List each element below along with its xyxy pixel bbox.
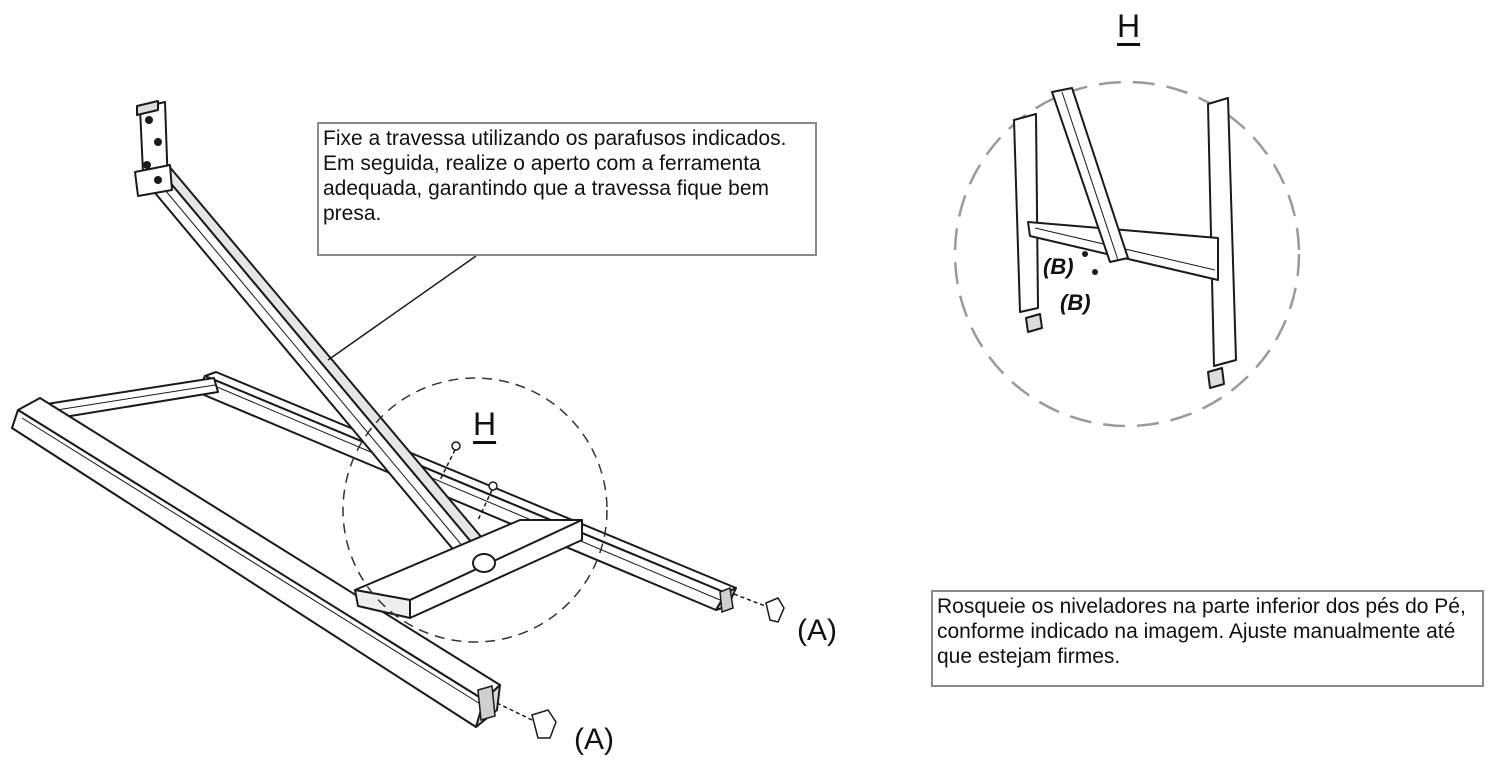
screw-label-upper: (B) xyxy=(1043,254,1074,279)
screw-label-lower: (B) xyxy=(1060,290,1091,315)
detail-label-main: H xyxy=(473,406,497,442)
leveler-label-bottom: (A) xyxy=(574,723,614,756)
detail-circle-small xyxy=(342,377,608,643)
leader-line xyxy=(327,255,477,361)
middle-crossbeam xyxy=(354,519,583,619)
detail-circle-large xyxy=(953,80,1301,428)
leveler-label-right: (A) xyxy=(797,614,837,647)
instruction-text-bottom: Rosqueie os niveladores na parte inferio… xyxy=(937,595,1466,668)
detail-view xyxy=(953,80,1301,428)
instruction-box-top: Fixe a travessa utilizando os parafusos … xyxy=(317,122,817,256)
instruction-text-top: Fixe a travessa utilizando os parafusos … xyxy=(323,127,787,225)
detail-label-zoom: H xyxy=(1117,8,1141,44)
instruction-box-bottom: Rosqueie os niveladores na parte inferio… xyxy=(931,590,1484,687)
front-rail xyxy=(11,397,501,728)
